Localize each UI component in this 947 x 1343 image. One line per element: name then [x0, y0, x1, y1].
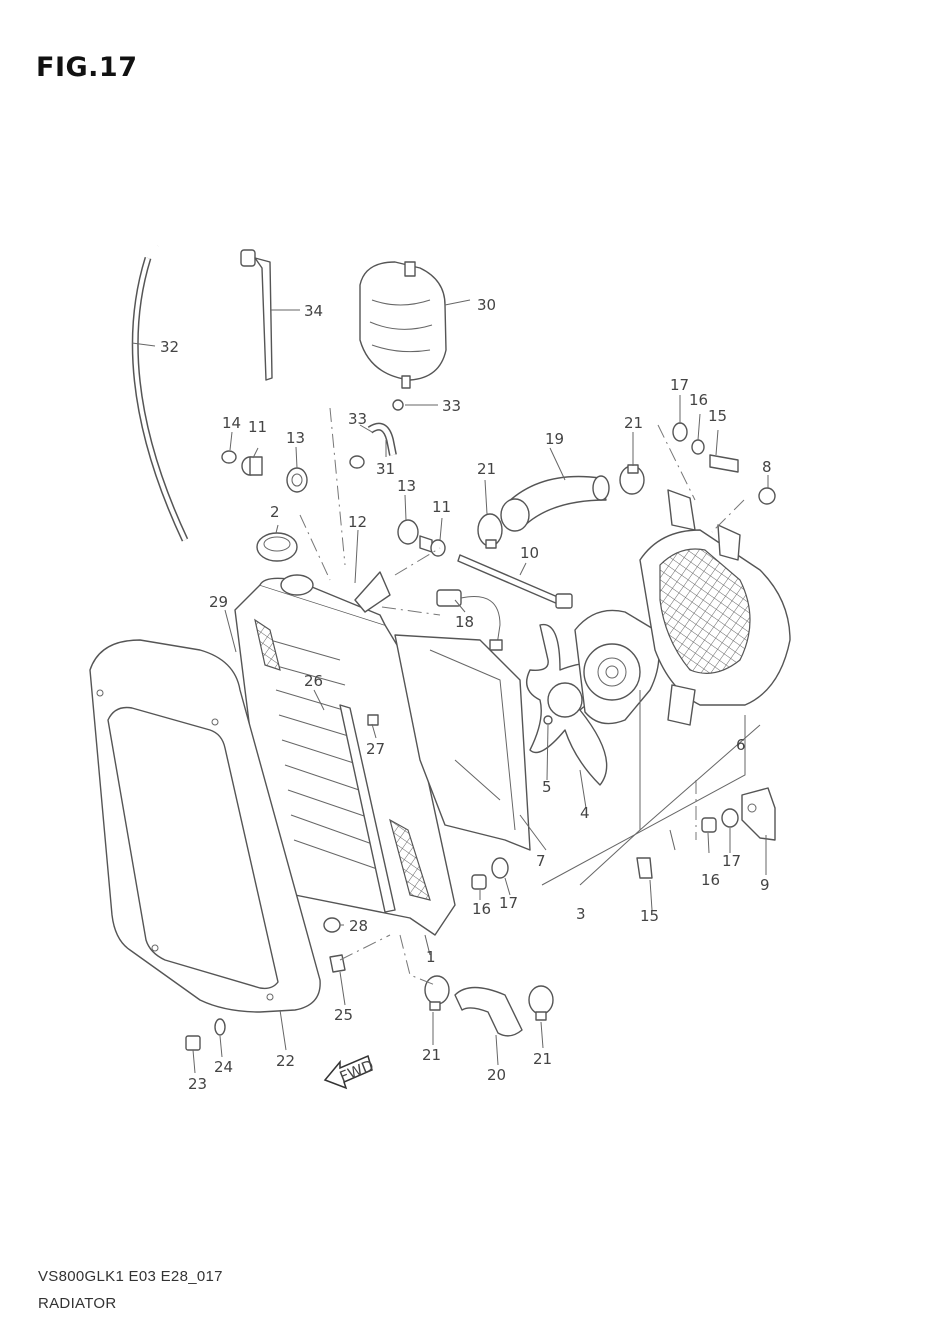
callout-2: 2: [270, 503, 280, 521]
callout-13-right: 13: [397, 477, 416, 495]
callout-20: 20: [487, 1066, 506, 1084]
bolt-23: [185, 1035, 201, 1051]
radiator-cover-22: [89, 639, 321, 1013]
thermo-switch-18: [436, 589, 503, 651]
fan-cover-6: [639, 489, 791, 726]
hose-clamp-21-a: [477, 513, 503, 549]
callout-16-lower: 16: [472, 900, 491, 918]
collar-11-right: [419, 535, 446, 557]
callout-9: 9: [760, 876, 770, 894]
radiator-cap-2: [256, 532, 298, 562]
callout-27: 27: [366, 740, 385, 758]
callout-33-left: 33: [348, 410, 367, 428]
callout-1: 1: [426, 948, 436, 966]
callout-17-right: 17: [722, 852, 741, 870]
callout-15-top: 15: [708, 407, 727, 425]
collar-16-top: [691, 439, 705, 455]
callout-15-lower: 15: [640, 907, 659, 925]
callout-4: 4: [580, 804, 590, 822]
callout-21-lower-left: 21: [422, 1046, 441, 1064]
bolt-14: [221, 450, 237, 464]
callout-31: 31: [376, 460, 395, 478]
callout-11-right: 11: [432, 498, 451, 516]
grommet-17-lower: [491, 857, 509, 879]
callout-28: 28: [349, 917, 368, 935]
callout-5: 5: [542, 778, 552, 796]
bolt-10: [457, 554, 573, 609]
callout-32: 32: [160, 338, 179, 356]
callout-7: 7: [536, 852, 546, 870]
fan-shroud-7: [394, 634, 531, 851]
assembly-lines: [299, 407, 745, 986]
figure-title: FIG.17: [36, 52, 138, 83]
cooling-fan-4: [526, 623, 626, 786]
callout-29: 29: [209, 593, 228, 611]
upper-hose-19: [500, 475, 610, 532]
washer-24: [214, 1018, 226, 1036]
callout-12: 12: [348, 513, 367, 531]
collar-11-left: [241, 456, 263, 476]
hose-clamp-21-b: [619, 464, 645, 495]
leader-lines: [131, 299, 769, 1074]
callout-19: 19: [545, 430, 564, 448]
callout-10: 10: [520, 544, 539, 562]
grommet-17-right: [721, 808, 739, 828]
callout-21-upper-left: 21: [477, 460, 496, 478]
forward-direction-arrow: FWD: [323, 1054, 376, 1090]
clip-25: [329, 954, 346, 973]
callout-16-right: 16: [701, 871, 720, 889]
lower-hose-20: [454, 986, 523, 1037]
radiator-core-1: [234, 571, 456, 936]
callout-33-right: 33: [442, 397, 461, 415]
reservoir-tank-30: [359, 261, 447, 389]
strap-34: [240, 249, 273, 381]
callout-21-upper-right: 21: [624, 414, 643, 432]
collar-16-right: [701, 817, 717, 833]
reservoir-hose-32: [131, 206, 402, 542]
callout-30: 30: [477, 296, 496, 314]
grommet-13-left: [286, 467, 308, 493]
callout-3: 3: [576, 905, 586, 923]
callout-13-left: 13: [286, 429, 305, 447]
callout-23: 23: [188, 1075, 207, 1093]
callout-16-top: 16: [689, 391, 708, 409]
fwd-label: FWD: [337, 1056, 376, 1086]
figure-code: VS800GLK1 E03 E28_017: [38, 1268, 223, 1285]
callout-11-left: 11: [248, 418, 267, 436]
hose-clamp-21-c: [424, 975, 450, 1011]
callout-17-top: 17: [670, 376, 689, 394]
fan-motor-3: [574, 609, 660, 725]
callout-14: 14: [222, 414, 241, 432]
callout-25: 25: [334, 1006, 353, 1024]
bolt-15-lower: [636, 857, 653, 879]
bolt-15-top: [709, 454, 739, 473]
callout-17-lower: 17: [499, 894, 518, 912]
screw-5: [543, 715, 553, 725]
small-hose-31: [349, 399, 404, 469]
grommet-13-right: [397, 519, 419, 545]
grommet-17-top: [672, 422, 688, 442]
collar-16-lower: [471, 874, 487, 890]
callout-26: 26: [304, 672, 323, 690]
bolt-27: [367, 714, 379, 726]
callout-34: 34: [304, 302, 323, 320]
bracket-9: [741, 787, 776, 841]
callout-24: 24: [214, 1058, 233, 1076]
bolt-8: [758, 487, 776, 505]
nut-28: [323, 917, 341, 933]
callout-8: 8: [762, 458, 772, 476]
hose-clamp-21-d: [528, 985, 554, 1021]
figure-name: RADIATOR: [38, 1295, 117, 1312]
callout-22: 22: [276, 1052, 295, 1070]
callout-21-lower-right: 21: [533, 1050, 552, 1068]
callout-18: 18: [455, 613, 474, 631]
callout-6: 6: [736, 736, 746, 754]
callout-labels: 30 34 32 33 33 31 14 11 13 13 11 21 19 2…: [160, 296, 772, 1093]
